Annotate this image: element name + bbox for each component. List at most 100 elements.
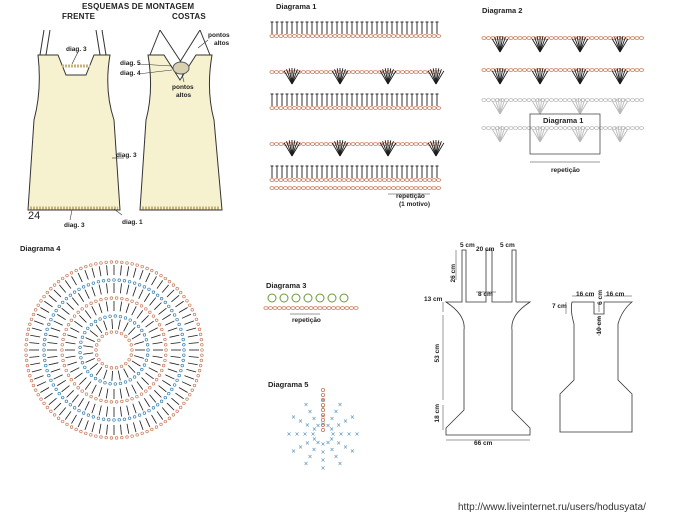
round-stitch [69, 271, 74, 275]
fan-stitch [619, 36, 624, 53]
round-stitch [93, 319, 98, 324]
back-diag4: diag. 4 [120, 70, 141, 77]
radial-stitch [40, 387, 50, 393]
round-stitch [188, 393, 192, 397]
round-stitch [171, 413, 176, 417]
radial-stitch [67, 334, 78, 339]
picot [339, 293, 349, 303]
round-stitch [98, 379, 102, 383]
radial-stitch [91, 286, 96, 297]
round-stitch [200, 343, 204, 347]
x-stitch: × [315, 440, 320, 447]
radial-stitch [152, 341, 163, 345]
round-stitch [36, 393, 40, 397]
radial-stitch [98, 284, 102, 295]
round-stitch [72, 406, 77, 410]
fan-stitch [577, 98, 581, 115]
round-stitch [103, 381, 107, 385]
radial-stitch [53, 320, 63, 326]
radial-stitch [31, 327, 42, 331]
x-stitch: × [310, 431, 315, 438]
round-stitch [79, 266, 83, 271]
chain-stitch [313, 306, 319, 310]
fan-stitch [497, 126, 501, 143]
round-stitch [60, 348, 64, 352]
round-stitch [65, 422, 69, 427]
fan-stitch [571, 100, 581, 115]
round-stitch [89, 322, 94, 327]
chain-stitch [508, 36, 514, 40]
round-stitch [179, 327, 183, 332]
radial-stitch [91, 422, 95, 433]
round-stitch [61, 395, 65, 400]
round-stitch [114, 260, 119, 264]
round-stitch [130, 299, 134, 303]
chain-stitch [328, 34, 334, 38]
round-stitch [101, 279, 106, 283]
chain-stitch [269, 186, 275, 190]
radial-stitch [156, 411, 164, 420]
fan-stitch [339, 68, 344, 85]
chain-stitch [359, 186, 365, 190]
x-stitch: × [312, 436, 317, 443]
round-stitch [54, 308, 58, 313]
chain-stitch [350, 142, 356, 146]
radial-stitch [136, 381, 144, 390]
chain-stitch [634, 68, 640, 72]
x-stitch: × [294, 431, 299, 438]
round-stitch [66, 323, 71, 327]
round-stitch [163, 358, 167, 363]
fan-stitch [430, 141, 437, 157]
round-stitch [34, 388, 38, 392]
inner-frame [529, 113, 601, 155]
round-stitch [104, 364, 109, 369]
picot [315, 293, 325, 303]
chain-stitch [544, 98, 550, 102]
round-stitch [62, 363, 67, 368]
round-stitch [118, 314, 123, 319]
round-stitch [124, 334, 128, 339]
round-stitch [100, 334, 104, 339]
chain-stitch [558, 36, 564, 40]
back-strap: 6 cm [597, 290, 604, 305]
chain-stitch [310, 186, 316, 190]
round-stitch [25, 332, 30, 337]
fan-stitch [619, 100, 629, 115]
radial-stitch [83, 352, 94, 355]
chain-stitch [544, 126, 550, 130]
round-stitch [179, 290, 183, 295]
x-stitch: × [286, 431, 291, 438]
chain-stitch [328, 106, 334, 110]
chain-stitch [340, 306, 346, 310]
x-stitch: × [298, 444, 303, 451]
round-stitch [142, 411, 147, 415]
round-stitch [61, 419, 65, 424]
round-stitch [194, 317, 199, 322]
chain-stitch [368, 34, 374, 38]
chain-stitch [273, 70, 279, 74]
round-stitch [43, 358, 47, 363]
radial-stitch [98, 386, 103, 397]
chain-stitch [603, 126, 609, 130]
radial-stitch [65, 341, 76, 345]
round-stitch [76, 386, 80, 390]
x-stitch: × [336, 422, 341, 429]
chain-stitch [350, 178, 356, 182]
round-stitch [157, 373, 162, 377]
radial-stitch [161, 407, 169, 416]
round-stitch [159, 273, 163, 278]
round-stitch [151, 406, 156, 410]
montage-dresses [27, 29, 223, 221]
radial-stitch [150, 361, 161, 366]
chain-stitch [359, 178, 365, 182]
round-stitch [31, 383, 36, 388]
radial-stitch [64, 280, 72, 289]
radial-stitch [71, 394, 79, 403]
round-stitch [182, 343, 186, 347]
round-stitch [122, 417, 127, 421]
round-stitch [112, 278, 116, 282]
radial-stitch [154, 302, 162, 310]
fan-stitch [494, 98, 501, 115]
watermark: http://www.liveinternet.ru/users/hodusya… [458, 502, 646, 513]
chain-stitch [319, 142, 325, 146]
